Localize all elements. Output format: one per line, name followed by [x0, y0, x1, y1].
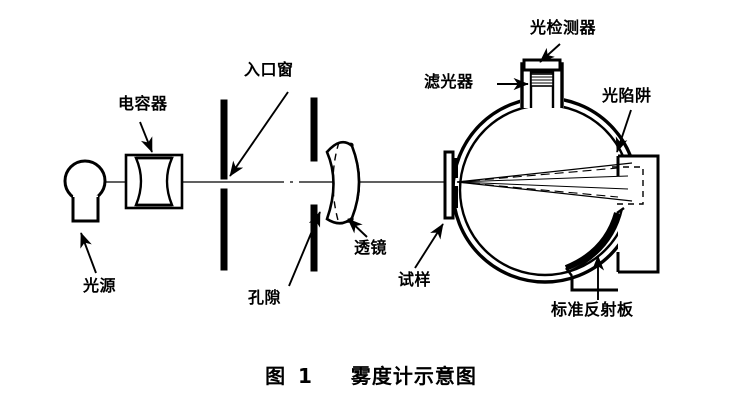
condenser-lens-box [124, 153, 184, 210]
label-filter: 滤光器 [424, 72, 474, 91]
figure-caption: 图 1 雾度计示意图 [0, 360, 742, 389]
leader-lens [347, 218, 368, 238]
caption-label: 图 [265, 364, 287, 388]
caption-number: 1 [298, 364, 313, 388]
label-light-source: 光源 [83, 276, 117, 295]
entrance-window-plate [220, 99, 228, 271]
leader-light-trap [615, 109, 632, 153]
label-lens: 透镜 [354, 238, 388, 257]
label-condenser: 电容器 [118, 94, 168, 113]
leader-lines [80, 43, 632, 300]
aperture-stop-plate [310, 97, 318, 272]
light-trap-box [612, 154, 660, 274]
leader-aperture [288, 211, 321, 287]
standard-reflector-plate [564, 207, 625, 292]
light-beam-rays [456, 162, 633, 202]
label-sample: 试样 [398, 270, 432, 289]
label-standard-reflector: 标准反射板 [551, 300, 634, 319]
leader-photodetector [539, 43, 561, 63]
light-source-lamp [63, 159, 107, 223]
leader-condenser [139, 121, 153, 153]
caption-title: 雾度计示意图 [350, 364, 477, 388]
leader-sample [414, 223, 444, 269]
label-photodetector: 光检测器 [530, 18, 597, 37]
optical-filter [530, 73, 554, 87]
label-aperture: 孔隙 [248, 288, 282, 307]
leader-light-source [80, 232, 97, 274]
label-entrance-window: 入口窗 [244, 60, 294, 79]
leader-entrance-window [229, 91, 289, 177]
label-light-trap: 光陷阱 [602, 86, 652, 105]
specimen-plate [443, 150, 458, 220]
objective-lens [325, 140, 361, 225]
photodetector-head [522, 58, 562, 72]
integrating-sphere [451, 92, 639, 284]
